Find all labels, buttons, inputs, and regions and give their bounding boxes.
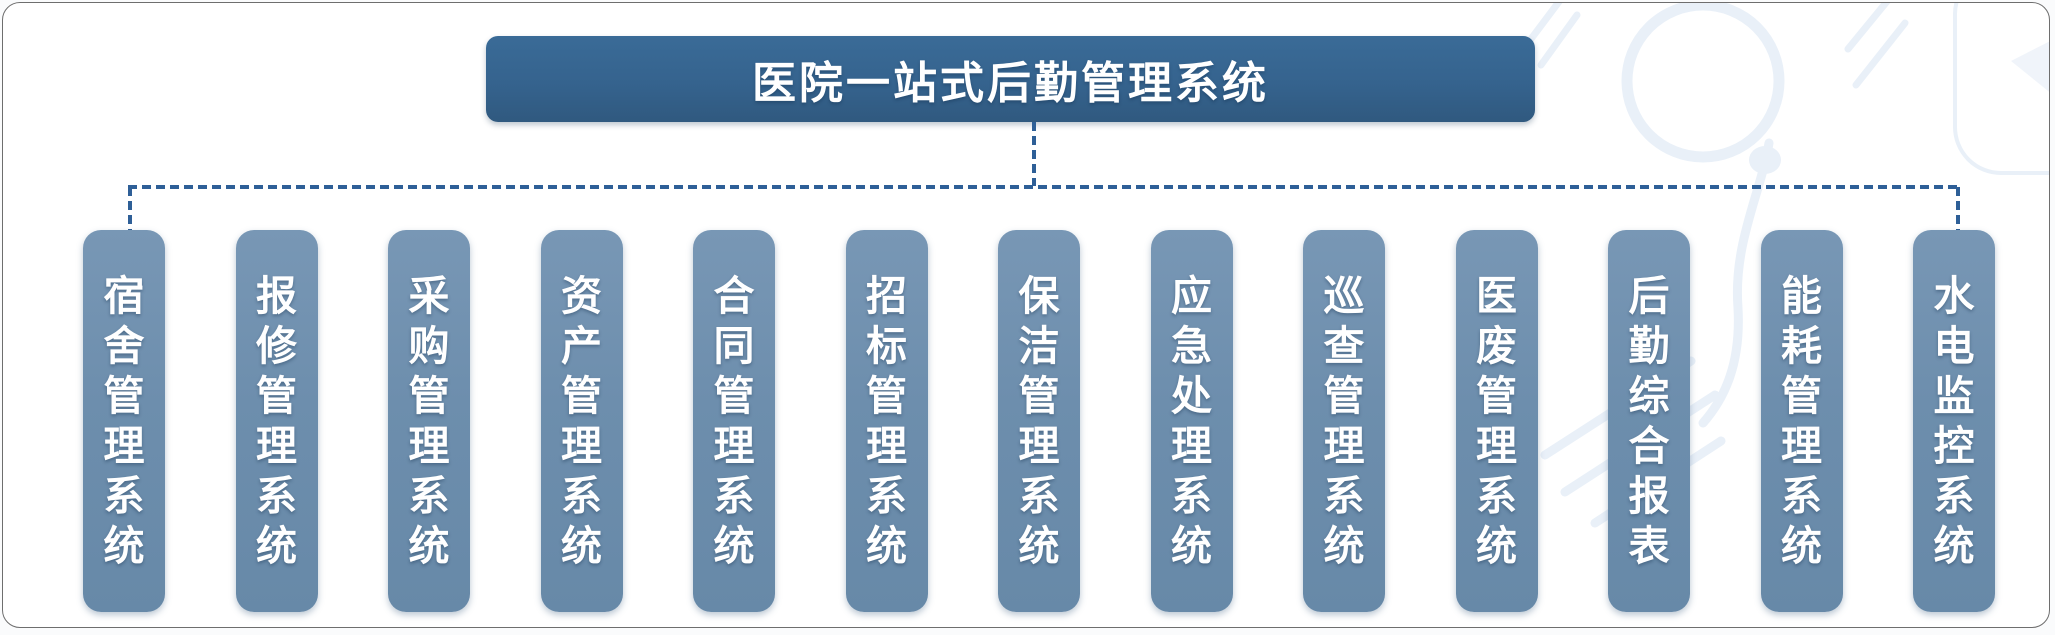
system-column-7: 保洁管理系统: [998, 230, 1080, 612]
root-node-hospital-logistics-system: 医院一站式后勤管理系统: [486, 36, 1535, 122]
system-column-label: 后勤综合报表: [1628, 272, 1670, 569]
system-column-8: 应急处理系统: [1150, 230, 1233, 612]
system-column-10: 医废管理系统: [1455, 230, 1538, 612]
system-column-label: 保洁管理系统: [1018, 272, 1060, 569]
system-column-label: 招标管理系统: [866, 272, 907, 569]
system-column-11: 后勤综合报表: [1608, 230, 1690, 612]
connector-horizontal-line: [128, 185, 1960, 189]
system-column-label: 医废管理系统: [1476, 272, 1517, 569]
system-column-label: 资产管理系统: [561, 272, 602, 569]
system-column-6: 招标管理系统: [845, 230, 928, 612]
connector-trunk-line: [1032, 122, 1036, 186]
system-columns: 宿舍管理系统 报修管理系统 采购管理系统 资产管理系统 合同管理系统 招标管理系…: [83, 230, 1995, 612]
system-column-label: 巡查管理系统: [1323, 272, 1365, 569]
system-column-3: 采购管理系统: [388, 230, 470, 612]
system-column-1: 宿舍管理系统: [83, 230, 165, 612]
system-column-label: 宿舍管理系统: [103, 272, 145, 569]
system-column-4: 资产管理系统: [540, 230, 623, 612]
system-column-2: 报修管理系统: [235, 230, 318, 612]
system-column-9: 巡查管理系统: [1303, 230, 1385, 612]
system-column-13: 水电监控系统: [1913, 230, 1995, 612]
system-column-label: 应急处理系统: [1171, 272, 1212, 569]
system-column-label: 水电监控系统: [1933, 272, 1975, 569]
system-column-label: 采购管理系统: [408, 272, 450, 569]
connector-left-drop-line: [128, 187, 132, 231]
system-column-label: 能耗管理系统: [1781, 272, 1822, 569]
connector-right-drop-line: [1956, 187, 1960, 231]
system-column-12: 能耗管理系统: [1760, 230, 1843, 612]
system-column-label: 合同管理系统: [713, 272, 755, 569]
system-column-label: 报修管理系统: [256, 272, 297, 569]
root-node-label: 医院一站式后勤管理系统: [752, 59, 1269, 108]
system-column-5: 合同管理系统: [693, 230, 775, 612]
